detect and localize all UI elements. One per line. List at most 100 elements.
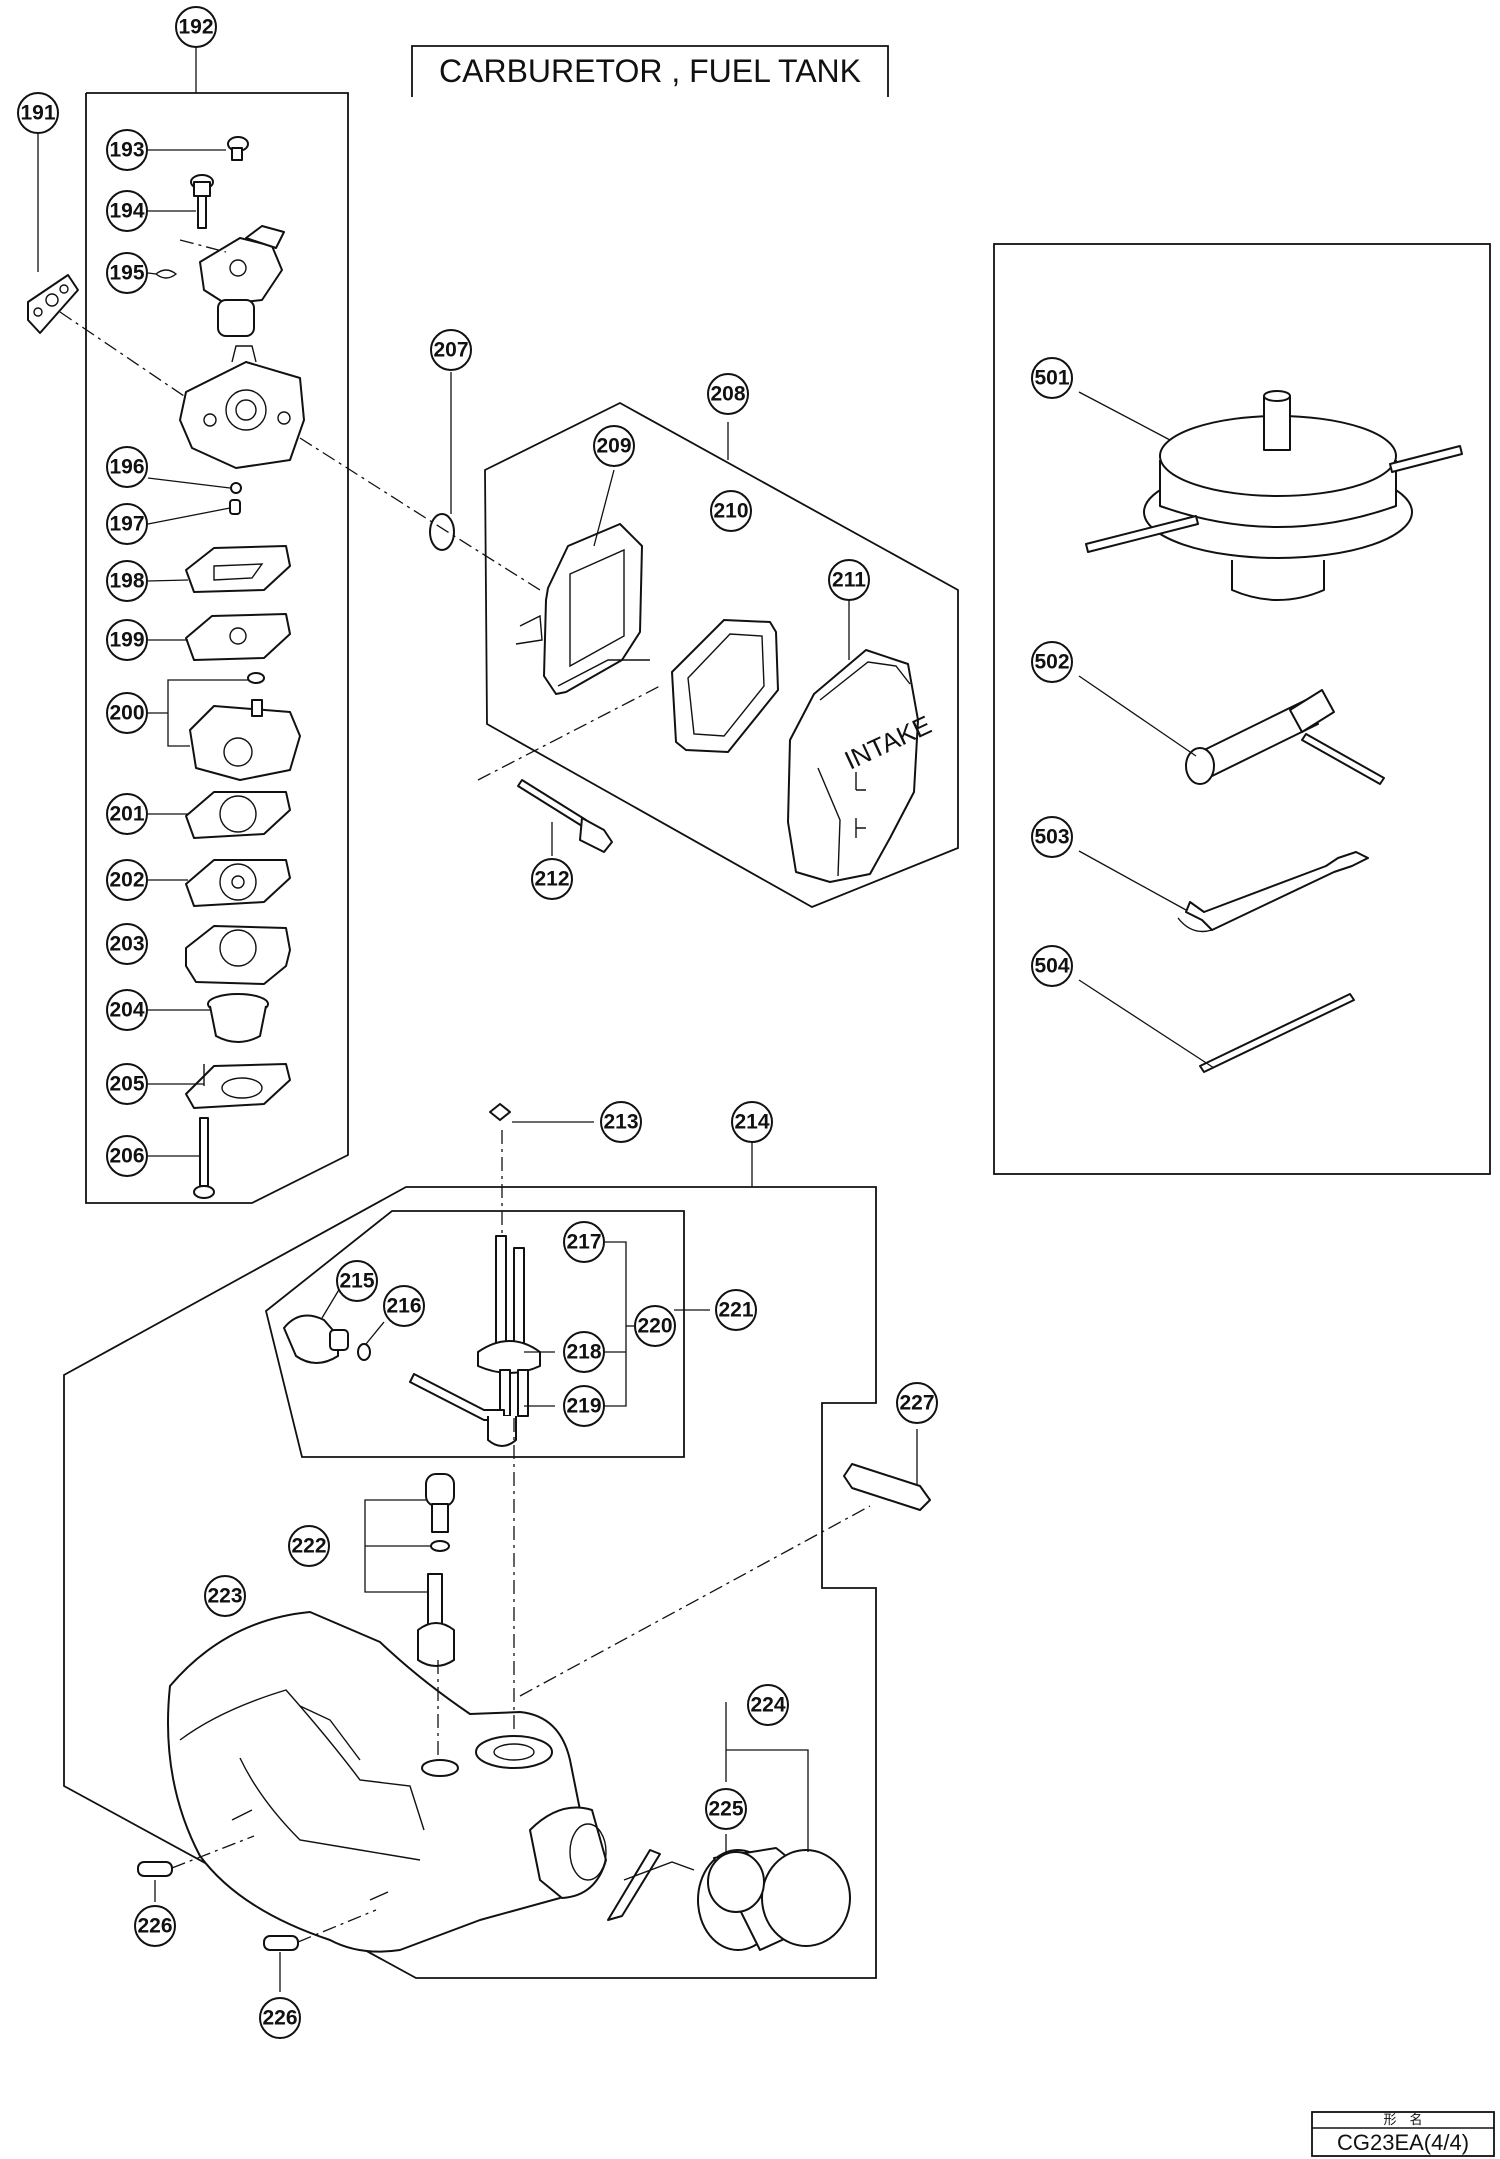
svg-text:201: 201 xyxy=(109,803,144,826)
callout-219: 219 xyxy=(563,1385,605,1427)
pump-body xyxy=(185,925,291,985)
cap-retainer xyxy=(607,1849,765,1921)
svg-text:202: 202 xyxy=(109,869,144,892)
callout-223: 223 xyxy=(204,1575,246,1617)
svg-text:191: 191 xyxy=(20,102,55,125)
callout-213: 213 xyxy=(600,1101,642,1143)
svg-text:195: 195 xyxy=(109,262,144,285)
svg-text:204: 204 xyxy=(109,999,144,1022)
callout-218: 218 xyxy=(563,1331,605,1373)
title-block: 形 名 CG23EA(4/4) xyxy=(1311,2111,1495,2157)
callout-210: 210 xyxy=(710,490,752,532)
callout-211: 211 xyxy=(828,559,870,601)
svg-text:215: 215 xyxy=(339,1270,374,1293)
svg-text:214: 214 xyxy=(734,1111,769,1134)
oring-207 xyxy=(429,513,455,551)
carburetor-body xyxy=(179,345,305,469)
svg-text:222: 222 xyxy=(291,1535,326,1558)
svg-text:224: 224 xyxy=(750,1694,785,1717)
callout-226-upper: 226 xyxy=(134,1905,176,1947)
fuel-filter xyxy=(283,1314,349,1364)
o-ring-small xyxy=(230,482,242,494)
callout-200: 200 xyxy=(106,692,148,734)
model-number: CG23EA(4/4) xyxy=(1337,2130,1469,2155)
callout-192: 192 xyxy=(175,6,217,48)
svg-text:210: 210 xyxy=(713,500,748,523)
nylon-cutter-spool xyxy=(1085,390,1463,601)
svg-text:208: 208 xyxy=(710,383,745,406)
breather-valve xyxy=(417,1473,455,1667)
tank-cushion-a xyxy=(137,1861,173,1877)
callout-195: 195 xyxy=(106,252,148,294)
svg-text:198: 198 xyxy=(109,570,144,593)
svg-text:223: 223 xyxy=(207,1585,242,1608)
callout-504: 504 xyxy=(1031,945,1073,987)
air-filter-element xyxy=(671,619,779,753)
callout-194: 194 xyxy=(106,190,148,232)
primer-bulb xyxy=(207,993,269,1043)
svg-text:227: 227 xyxy=(899,1392,934,1415)
svg-text:218: 218 xyxy=(566,1341,601,1364)
svg-text:199: 199 xyxy=(109,629,144,652)
svg-text:225: 225 xyxy=(708,1798,743,1821)
throttle-lever-body xyxy=(155,225,285,337)
hex-rod xyxy=(1199,993,1355,1073)
callout-221: 221 xyxy=(715,1289,757,1331)
callout-501: 501 xyxy=(1031,357,1073,399)
callout-201: 201 xyxy=(106,793,148,835)
callout-199: 199 xyxy=(106,619,148,661)
callout-197: 197 xyxy=(106,503,148,545)
open-end-wrench xyxy=(1177,851,1369,933)
tank-damper xyxy=(843,1463,931,1511)
svg-text:221: 221 xyxy=(718,1299,753,1322)
svg-text:209: 209 xyxy=(596,435,631,458)
svg-text:193: 193 xyxy=(109,139,144,162)
svg-text:206: 206 xyxy=(109,1145,144,1168)
svg-text:196: 196 xyxy=(109,456,144,479)
carburetor-parts xyxy=(27,136,305,1199)
svg-text:216: 216 xyxy=(386,1295,421,1318)
callout-205: 205 xyxy=(106,1063,148,1105)
svg-text:205: 205 xyxy=(109,1073,144,1096)
callout-225: 225 xyxy=(705,1788,747,1830)
pump-gasket xyxy=(185,791,291,839)
air-cleaner-cover: INTAKE xyxy=(787,649,936,883)
metering-plate xyxy=(185,545,291,593)
callout-198: 198 xyxy=(106,560,148,602)
primer-bracket xyxy=(185,1063,291,1109)
svg-text:501: 501 xyxy=(1034,367,1069,390)
pump-diaphragm xyxy=(185,859,291,907)
fuel-pipe-subassembly-frame xyxy=(264,1210,685,1458)
fuel-tank-assembly-frame xyxy=(63,1186,877,1979)
title-block-caption: 形 名 xyxy=(1383,2112,1422,2127)
callout-222: 222 xyxy=(288,1525,330,1567)
svg-text:219: 219 xyxy=(566,1395,601,1418)
fuel-pipe-clip xyxy=(489,1103,511,1121)
svg-text:504: 504 xyxy=(1034,955,1069,978)
svg-text:212: 212 xyxy=(534,868,569,891)
throttle-screw xyxy=(227,136,249,161)
callout-226-lower: 226 xyxy=(259,1997,301,2039)
svg-text:217: 217 xyxy=(566,1231,601,1254)
callout-203: 203 xyxy=(106,923,148,965)
callout-196: 196 xyxy=(106,446,148,488)
svg-text:213: 213 xyxy=(603,1111,638,1134)
callout-217: 217 xyxy=(563,1221,605,1263)
callout-207: 207 xyxy=(430,329,472,371)
callout-204: 204 xyxy=(106,989,148,1031)
svg-text:211: 211 xyxy=(832,569,866,592)
leader-lines xyxy=(37,46,1215,1992)
air-cleaner-assembly-frame xyxy=(484,401,959,908)
title-box: CARBURETOR , FUEL TANK xyxy=(411,45,889,97)
tank-cushion-b xyxy=(263,1935,299,1951)
callout-209: 209 xyxy=(593,425,635,467)
carb-bolt xyxy=(193,1117,215,1199)
adjusting-screw xyxy=(190,174,214,229)
pump-cover xyxy=(189,672,301,781)
callout-215: 215 xyxy=(336,1260,378,1302)
callout-216: 216 xyxy=(383,1285,425,1327)
svg-text:200: 200 xyxy=(109,702,144,725)
filter-ring xyxy=(357,1343,371,1361)
svg-text:226: 226 xyxy=(262,2007,297,2030)
